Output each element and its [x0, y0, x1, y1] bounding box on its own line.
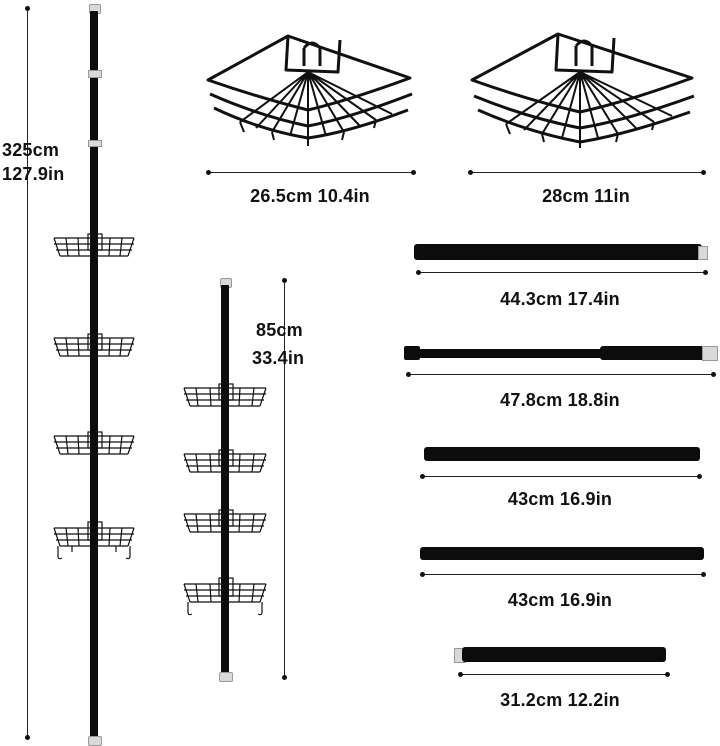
corner-basket-large [470, 32, 695, 148]
short-pole-height-in: 33.4in [252, 348, 305, 368]
rod-1-label: 44.3cm 17.4in [500, 289, 620, 309]
basket-large-dimension-dot-right [701, 170, 706, 175]
rod-3-dimension-dot-right [697, 474, 702, 479]
tall-pole-assembly: 325cm 127.9in [0, 0, 160, 746]
tall-pole-joint-2 [88, 140, 102, 147]
rod-4-dimension-dot-right [701, 572, 706, 577]
rod-2-label: 47.8cm 18.8in [500, 390, 620, 410]
short-pole-dimension-line [284, 280, 285, 678]
tall-pole-dimension-dot-top [25, 6, 30, 11]
rod-5-dimension-dot-left [458, 672, 463, 677]
rod-3-label: 43cm 16.9in [507, 489, 613, 509]
tall-pole-rod [90, 11, 98, 741]
basket-small-dimension-line [208, 172, 414, 173]
short-pole-rod [221, 285, 229, 675]
rod-2-spring-end [404, 346, 420, 360]
short-pole-shelf-4 [183, 577, 267, 616]
short-pole-dimension-dot-bottom [282, 675, 287, 680]
rod-2-dimension-dot-right [711, 372, 716, 377]
rod-4 [420, 547, 704, 560]
rod-5-dimension-line [460, 674, 668, 675]
basket-small-label: 26.5cm 10.4in [250, 186, 370, 206]
rod-4-dimension-line [422, 574, 704, 575]
tall-pole-joint-1 [88, 70, 102, 78]
tall-pole-shelf-1 [53, 233, 135, 257]
tall-pole-height-cm: 325cm [2, 140, 60, 160]
short-pole-bottom-cap [219, 672, 233, 682]
rod-5-label: 31.2cm 12.2in [500, 690, 620, 710]
short-pole-height-cm: 85cm [256, 320, 303, 340]
tall-pole-dimension-dot-bottom [25, 735, 30, 740]
rod-2-dimension-line [408, 374, 714, 375]
rod-3-dimension-line [422, 476, 700, 477]
rod-5-dimension-dot-right [665, 672, 670, 677]
basket-large-dimension-dot-left [468, 170, 473, 175]
rod-2-end-tip [702, 346, 718, 361]
tall-pole-dimension-line [27, 8, 28, 738]
rod-4-dimension-dot-left [420, 572, 425, 577]
rod-1-dimension-dot-right [703, 270, 708, 275]
tall-pole-shelf-2 [53, 333, 135, 357]
short-pole-shelf-2 [183, 449, 267, 473]
tall-pole-shelf-4 [53, 521, 135, 560]
basket-large-label: 28cm 11in [542, 186, 630, 206]
short-pole-shelf-3 [183, 509, 267, 533]
basket-small-dimension-dot-right [411, 170, 416, 175]
tall-pole-shelf-3 [53, 431, 135, 455]
tall-pole-height-in: 127.9in [2, 164, 65, 184]
rod-3 [424, 447, 700, 461]
rod-2-thin-section [418, 349, 608, 358]
rod-2-dimension-dot-left [406, 372, 411, 377]
basket-small-dimension-dot-left [206, 170, 211, 175]
rod-1-dimension-line [418, 272, 706, 273]
short-pole-dimension-dot-top [282, 278, 287, 283]
rod-1 [414, 244, 702, 260]
rod-1-dimension-dot-left [416, 270, 421, 275]
rod-5 [462, 647, 666, 662]
rod-1-end-tip [698, 246, 708, 260]
basket-large-dimension-line [470, 172, 704, 173]
rod-4-label: 43cm 16.9in [507, 590, 613, 610]
tall-pole-bottom-cap [88, 736, 102, 746]
short-pole-shelf-1 [183, 383, 267, 407]
short-pole-assembly [170, 270, 320, 690]
rod-3-dimension-dot-left [420, 474, 425, 479]
corner-basket-small [206, 34, 413, 146]
rod-2-thick-section [600, 346, 704, 360]
